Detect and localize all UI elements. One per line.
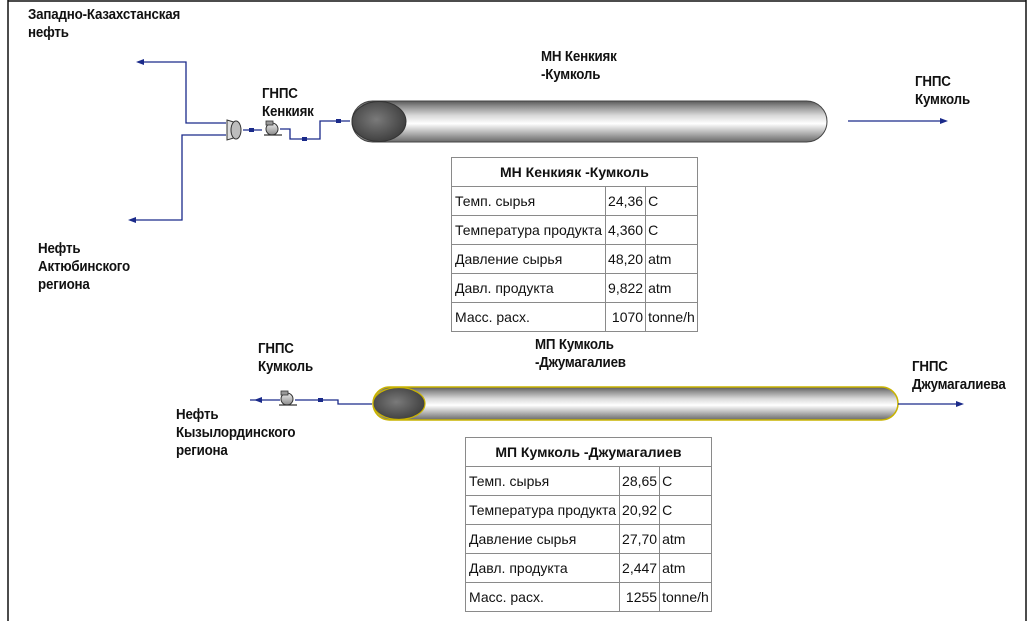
param-unit: tonne/h bbox=[659, 582, 712, 612]
table-row: Давл. продукта 9,822 atm bbox=[450, 273, 698, 303]
param-value: 24,36 bbox=[605, 186, 647, 216]
param-name: Давление сырья bbox=[464, 524, 621, 554]
table-row: Температура продукта 4,360 C bbox=[450, 215, 698, 245]
label-pipeline1-title: МН Кенкияк-Кумколь bbox=[541, 49, 617, 83]
param-value: 9,822 bbox=[605, 273, 647, 303]
stream-arrow-icon bbox=[128, 217, 136, 223]
pump-kenkiyak-icon[interactable] bbox=[264, 120, 282, 136]
param-unit: tonne/h bbox=[645, 302, 698, 332]
param-name: Давление сырья bbox=[450, 244, 607, 274]
table-row: Масс. расх. 1255 tonne/h bbox=[464, 582, 712, 612]
param-value: 20,92 bbox=[619, 495, 661, 525]
param-name: Давл. продукта bbox=[464, 553, 621, 583]
table-row: Температура продукта 20,92 C bbox=[464, 495, 712, 525]
stream-aktobe[interactable] bbox=[132, 134, 226, 221]
table-row: Давление сырья 27,70 atm bbox=[464, 524, 712, 554]
table-title: МН Кенкияк -Кумколь bbox=[451, 157, 698, 187]
stream-arrow-icon bbox=[940, 118, 948, 124]
param-value: 4,360 bbox=[605, 215, 647, 245]
param-unit: C bbox=[645, 186, 698, 216]
pipeline1-results-table: МН Кенкияк -Кумколь Темп. сырья 24,36 C … bbox=[450, 157, 698, 332]
table-title: МП Кумколь -Джумагалиев bbox=[465, 437, 712, 467]
param-name: Темп. сырья bbox=[450, 186, 607, 216]
pipeline2-results-table: МП Кумколь -Джумагалиев Темп. сырья 28,6… bbox=[464, 437, 712, 612]
stream-pump2-to-pipeline2[interactable] bbox=[295, 399, 372, 405]
stream-node-icon bbox=[302, 137, 307, 141]
param-unit: atm bbox=[659, 524, 712, 554]
stream-arrow-icon bbox=[136, 59, 144, 65]
param-unit: atm bbox=[645, 244, 698, 274]
table-row: Темп. сырья 28,65 C bbox=[464, 466, 712, 496]
param-unit: C bbox=[659, 466, 712, 496]
table-row: Давление сырья 48,20 atm bbox=[450, 244, 698, 274]
param-name: Темп. сырья bbox=[464, 466, 621, 496]
param-unit: atm bbox=[659, 553, 712, 583]
pipeline-kumkol-dzhumagaliev[interactable] bbox=[372, 386, 899, 421]
param-name: Температура продукта bbox=[464, 495, 621, 525]
stream-arrow-icon bbox=[254, 397, 262, 403]
param-unit: C bbox=[659, 495, 712, 525]
param-name: Масс. расх. bbox=[450, 302, 607, 332]
param-value: 48,20 bbox=[605, 244, 647, 274]
param-name: Давл. продукта bbox=[450, 273, 607, 303]
param-value: 1070 bbox=[605, 302, 647, 332]
param-name: Масс. расх. bbox=[464, 582, 621, 612]
param-name: Температура продукта bbox=[450, 215, 607, 245]
stream-node-icon bbox=[336, 119, 341, 123]
param-value: 28,65 bbox=[619, 466, 661, 496]
param-value: 27,70 bbox=[619, 524, 661, 554]
pipeline-kenkiyak-kumkol[interactable] bbox=[351, 100, 828, 143]
param-unit: atm bbox=[645, 273, 698, 303]
table-row: Темп. сырья 24,36 C bbox=[450, 186, 698, 216]
stream-west-kazakhstan[interactable] bbox=[140, 61, 226, 124]
param-value: 1255 bbox=[619, 582, 661, 612]
stream-arrow-icon bbox=[956, 401, 964, 407]
param-value: 2,447 bbox=[619, 553, 661, 583]
stream-node-icon bbox=[249, 128, 254, 132]
label-pipeline2-title: МП Кумколь-Джумагалиев bbox=[535, 337, 626, 371]
mixer-icon[interactable] bbox=[226, 119, 242, 141]
param-unit: C bbox=[645, 215, 698, 245]
table-row: Давл. продукта 2,447 atm bbox=[464, 553, 712, 583]
stream-node-icon bbox=[318, 398, 323, 402]
table-row: Масс. расх. 1070 tonne/h bbox=[450, 302, 698, 332]
stream-pump1-to-pipeline1[interactable] bbox=[280, 120, 350, 140]
pump-kumkol-icon[interactable] bbox=[279, 390, 297, 406]
